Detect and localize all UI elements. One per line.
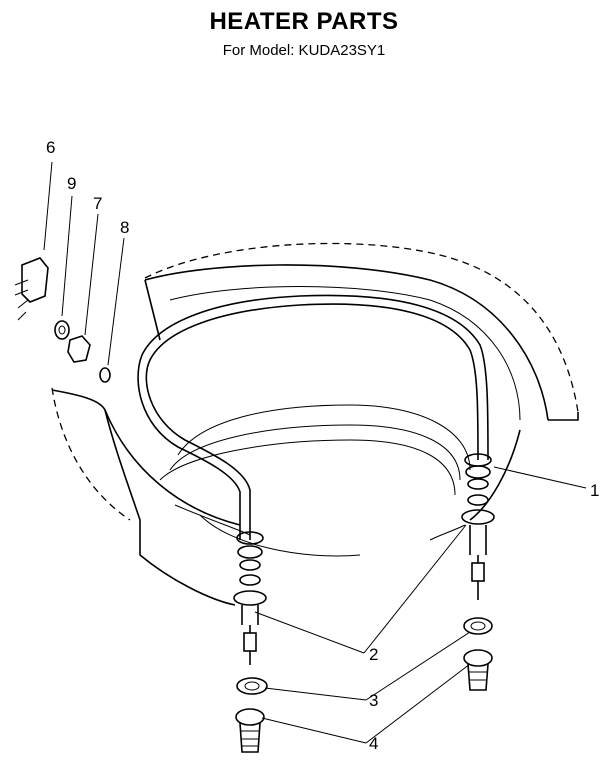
callout-3: 3 — [369, 691, 379, 710]
leader-lines — [43, 161, 587, 744]
callout-7: 7 — [93, 194, 103, 213]
clip-part-8 — [99, 367, 111, 383]
washer-part-9 — [54, 320, 70, 340]
page-title: HEATER PARTS — [209, 8, 399, 35]
callout-9: 9 — [67, 174, 77, 193]
bracket-part-7 — [67, 335, 91, 363]
left-terminal-assembly — [233, 531, 267, 665]
heater-element — [137, 294, 489, 540]
callout-4: 4 — [369, 734, 379, 753]
callout-1: 1 — [590, 481, 600, 500]
right-terminal-assembly — [461, 453, 495, 600]
tub-outer-rim — [144, 242, 579, 413]
right-washer-nut — [463, 617, 493, 691]
thermostat-part-6 — [14, 257, 49, 321]
callout-8: 8 — [120, 218, 130, 237]
model-subtitle: For Model: KUDA23SY1 — [222, 42, 386, 59]
left-washer-nut — [235, 677, 268, 753]
tub-left-edge — [51, 387, 131, 521]
callout-6: 6 — [46, 138, 56, 157]
callout-2: 2 — [369, 645, 379, 664]
tub-body — [51, 264, 579, 606]
